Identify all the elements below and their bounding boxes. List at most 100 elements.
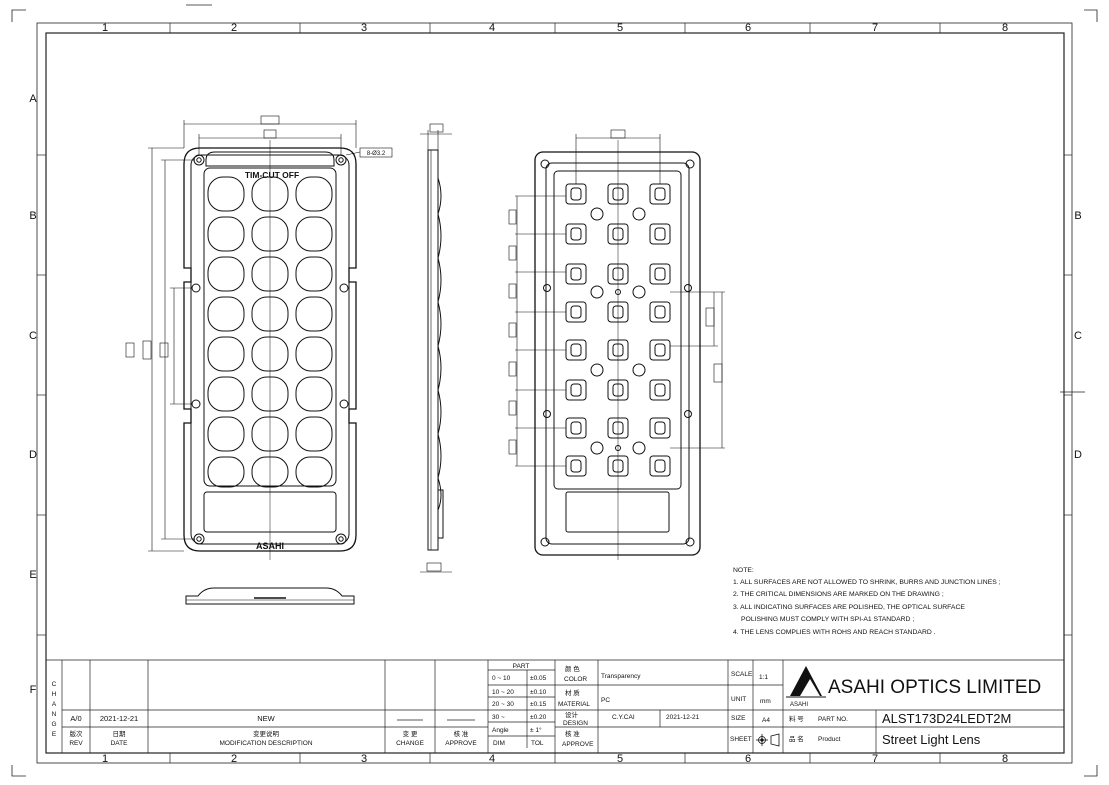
back-view bbox=[508, 129, 725, 560]
grid-row-c-left: C bbox=[29, 330, 37, 342]
svg-text:±0.20: ±0.20 bbox=[530, 714, 547, 721]
back-pin-circles bbox=[590, 207, 646, 455]
grid-row-d-left: D bbox=[29, 449, 37, 461]
size-value: A4 bbox=[762, 717, 770, 724]
note-line-3: 3. ALL INDICATING SURFACES ARE POLISHED,… bbox=[733, 604, 965, 611]
svg-text:品 名: 品 名 bbox=[789, 734, 804, 743]
svg-text:± 1°: ± 1° bbox=[530, 726, 542, 734]
svg-text:日期: 日期 bbox=[113, 730, 127, 738]
revision-date: 2021-12-21 bbox=[100, 714, 138, 723]
grid-row-a-left: A bbox=[29, 93, 37, 105]
projection-symbol-icon bbox=[756, 733, 780, 747]
grid-col-3-top: 3 bbox=[361, 22, 367, 34]
grid-row-c-right: C bbox=[1074, 330, 1082, 342]
svg-text:G: G bbox=[51, 721, 56, 728]
svg-text:REV: REV bbox=[69, 740, 83, 747]
grid-col-7-bottom: 7 bbox=[872, 753, 878, 765]
svg-text:N: N bbox=[52, 711, 57, 718]
grid-col-6-bottom: 6 bbox=[745, 753, 751, 765]
svg-text:E: E bbox=[52, 731, 57, 738]
front-label-top: TIM-CUT OFF bbox=[245, 170, 299, 180]
revision-rev: A/0 bbox=[70, 714, 81, 723]
svg-text:MATERIAL: MATERIAL bbox=[558, 701, 590, 708]
revision-headers: 版次 REV 日期 DATE 变更说明 MODIFICATION DESCRIP… bbox=[69, 729, 477, 747]
sheet-info: SCALE 1:1 UNIT mm SIZE A4 SHEET bbox=[730, 671, 771, 743]
company-logo-text: ASAHI bbox=[790, 702, 808, 708]
note-line-2: 2. THE CRITICAL DIMENSIONS ARE MARKED ON… bbox=[733, 591, 944, 598]
svg-text:10 ~ 20: 10 ~ 20 bbox=[492, 689, 514, 696]
svg-text:料 号: 料 号 bbox=[789, 714, 804, 723]
notes: NOTE: 1. ALL SURFACES ARE NOT ALLOWED TO… bbox=[733, 567, 1001, 636]
unit-value: mm bbox=[760, 698, 771, 705]
svg-text:版次: 版次 bbox=[70, 729, 84, 738]
svg-text:变 更: 变 更 bbox=[403, 729, 418, 738]
svg-text:SCALE: SCALE bbox=[731, 671, 753, 678]
svg-text:±0.10: ±0.10 bbox=[530, 689, 547, 696]
grid-row-b-right: B bbox=[1074, 210, 1081, 222]
hole-callout: 8-Ø3.2 bbox=[367, 151, 386, 157]
svg-text:20 ~ 30: 20 ~ 30 bbox=[492, 701, 514, 708]
note-line-5: 4. THE LENS COMPLIES WITH ROHS AND REACH… bbox=[733, 629, 936, 636]
svg-text:核 准: 核 准 bbox=[565, 729, 580, 738]
svg-text:DATE: DATE bbox=[111, 740, 129, 747]
tolerance-table: PART 0 ~ 10 ±0.05 10 ~ 20 ±0.10 20 ~ 30 … bbox=[492, 663, 547, 747]
grid-col-1-top: 1 bbox=[102, 22, 108, 34]
zone-ticks bbox=[37, 23, 1072, 763]
svg-text:COLOR: COLOR bbox=[564, 676, 587, 683]
company-name: ASAHI OPTICS LIMITED bbox=[828, 677, 1041, 698]
grid-col-5-top: 5 bbox=[617, 22, 623, 34]
side-view bbox=[420, 123, 452, 573]
svg-text:变更说明: 变更说明 bbox=[253, 729, 280, 738]
back-dimensions bbox=[508, 129, 725, 467]
svg-text:TOL: TOL bbox=[531, 740, 544, 747]
grid-row-e-left: E bbox=[29, 569, 36, 581]
svg-text:±0.15: ±0.15 bbox=[530, 701, 547, 708]
svg-text:APPROVE: APPROVE bbox=[445, 740, 477, 747]
design-date-value: 2021-12-21 bbox=[666, 714, 700, 721]
svg-text:DIM: DIM bbox=[493, 740, 505, 747]
svg-text:颜 色: 颜 色 bbox=[565, 664, 580, 673]
grid-col-2-top: 2 bbox=[231, 22, 237, 34]
grid-col-6-top: 6 bbox=[745, 22, 751, 34]
company-logo-icon bbox=[786, 666, 826, 698]
svg-text:Product: Product bbox=[818, 736, 841, 743]
svg-text:MODIFICATION DESCRIPTION: MODIFICATION DESCRIPTION bbox=[219, 740, 312, 747]
svg-text:PART: PART bbox=[513, 663, 530, 670]
bottom-profile-view bbox=[185, 587, 355, 605]
grid-row-labels: A B C D E F B C D bbox=[29, 93, 1082, 696]
grid-col-8-bottom: 8 bbox=[1002, 753, 1008, 765]
svg-text:APPROVE: APPROVE bbox=[562, 741, 594, 748]
part-product-block: 料 号 PART NO. 品 名 Product bbox=[789, 714, 848, 743]
svg-text:C: C bbox=[52, 681, 57, 688]
svg-text:Angle: Angle bbox=[492, 727, 509, 734]
grid-col-4-top: 4 bbox=[489, 22, 495, 34]
notes-heading: NOTE: bbox=[733, 567, 754, 574]
note-line-1: 1. ALL SURFACES ARE NOT ALLOWED TO SHRIN… bbox=[733, 579, 1001, 586]
grid-row-f-left: F bbox=[30, 684, 37, 696]
svg-text:PART NO.: PART NO. bbox=[818, 716, 848, 723]
grid-col-4-bottom: 4 bbox=[489, 753, 495, 765]
revision-description: NEW bbox=[257, 714, 275, 723]
part-no-value: ALST173D24LEDT2M bbox=[882, 711, 1011, 726]
scale-value: 1:1 bbox=[759, 674, 768, 681]
properties-block: 颜 色 COLOR Transparency 材 质 MATERIAL PC 设… bbox=[558, 664, 700, 748]
revision-row: A/0 2021-12-21 NEW bbox=[70, 714, 275, 723]
front-dimension-boxes bbox=[125, 115, 393, 360]
svg-text:UNIT: UNIT bbox=[731, 696, 746, 703]
grid-col-7-top: 7 bbox=[872, 22, 878, 34]
grid-row-d-right: D bbox=[1074, 449, 1082, 461]
grid-column-labels: 1 2 3 4 5 6 7 8 1 2 3 4 5 6 7 8 bbox=[102, 22, 1008, 765]
front-view bbox=[125, 115, 393, 560]
color-value: Transparency bbox=[601, 673, 641, 680]
designer-value: C.Y.CAI bbox=[612, 714, 635, 721]
svg-text:0 ~ 10: 0 ~ 10 bbox=[492, 675, 511, 682]
svg-text:DESIGN: DESIGN bbox=[563, 720, 588, 727]
note-line-4: POLISHING MUST COMPLY WITH SPI-A1 STANDA… bbox=[741, 616, 914, 623]
grid-col-3-bottom: 3 bbox=[361, 753, 367, 765]
grid-row-b-left: B bbox=[29, 210, 36, 222]
grid-col-1-bottom: 1 bbox=[102, 753, 108, 765]
svg-text:30 ~: 30 ~ bbox=[492, 714, 505, 721]
svg-text:SHEET: SHEET bbox=[730, 736, 752, 743]
svg-text:设计: 设计 bbox=[565, 710, 579, 719]
